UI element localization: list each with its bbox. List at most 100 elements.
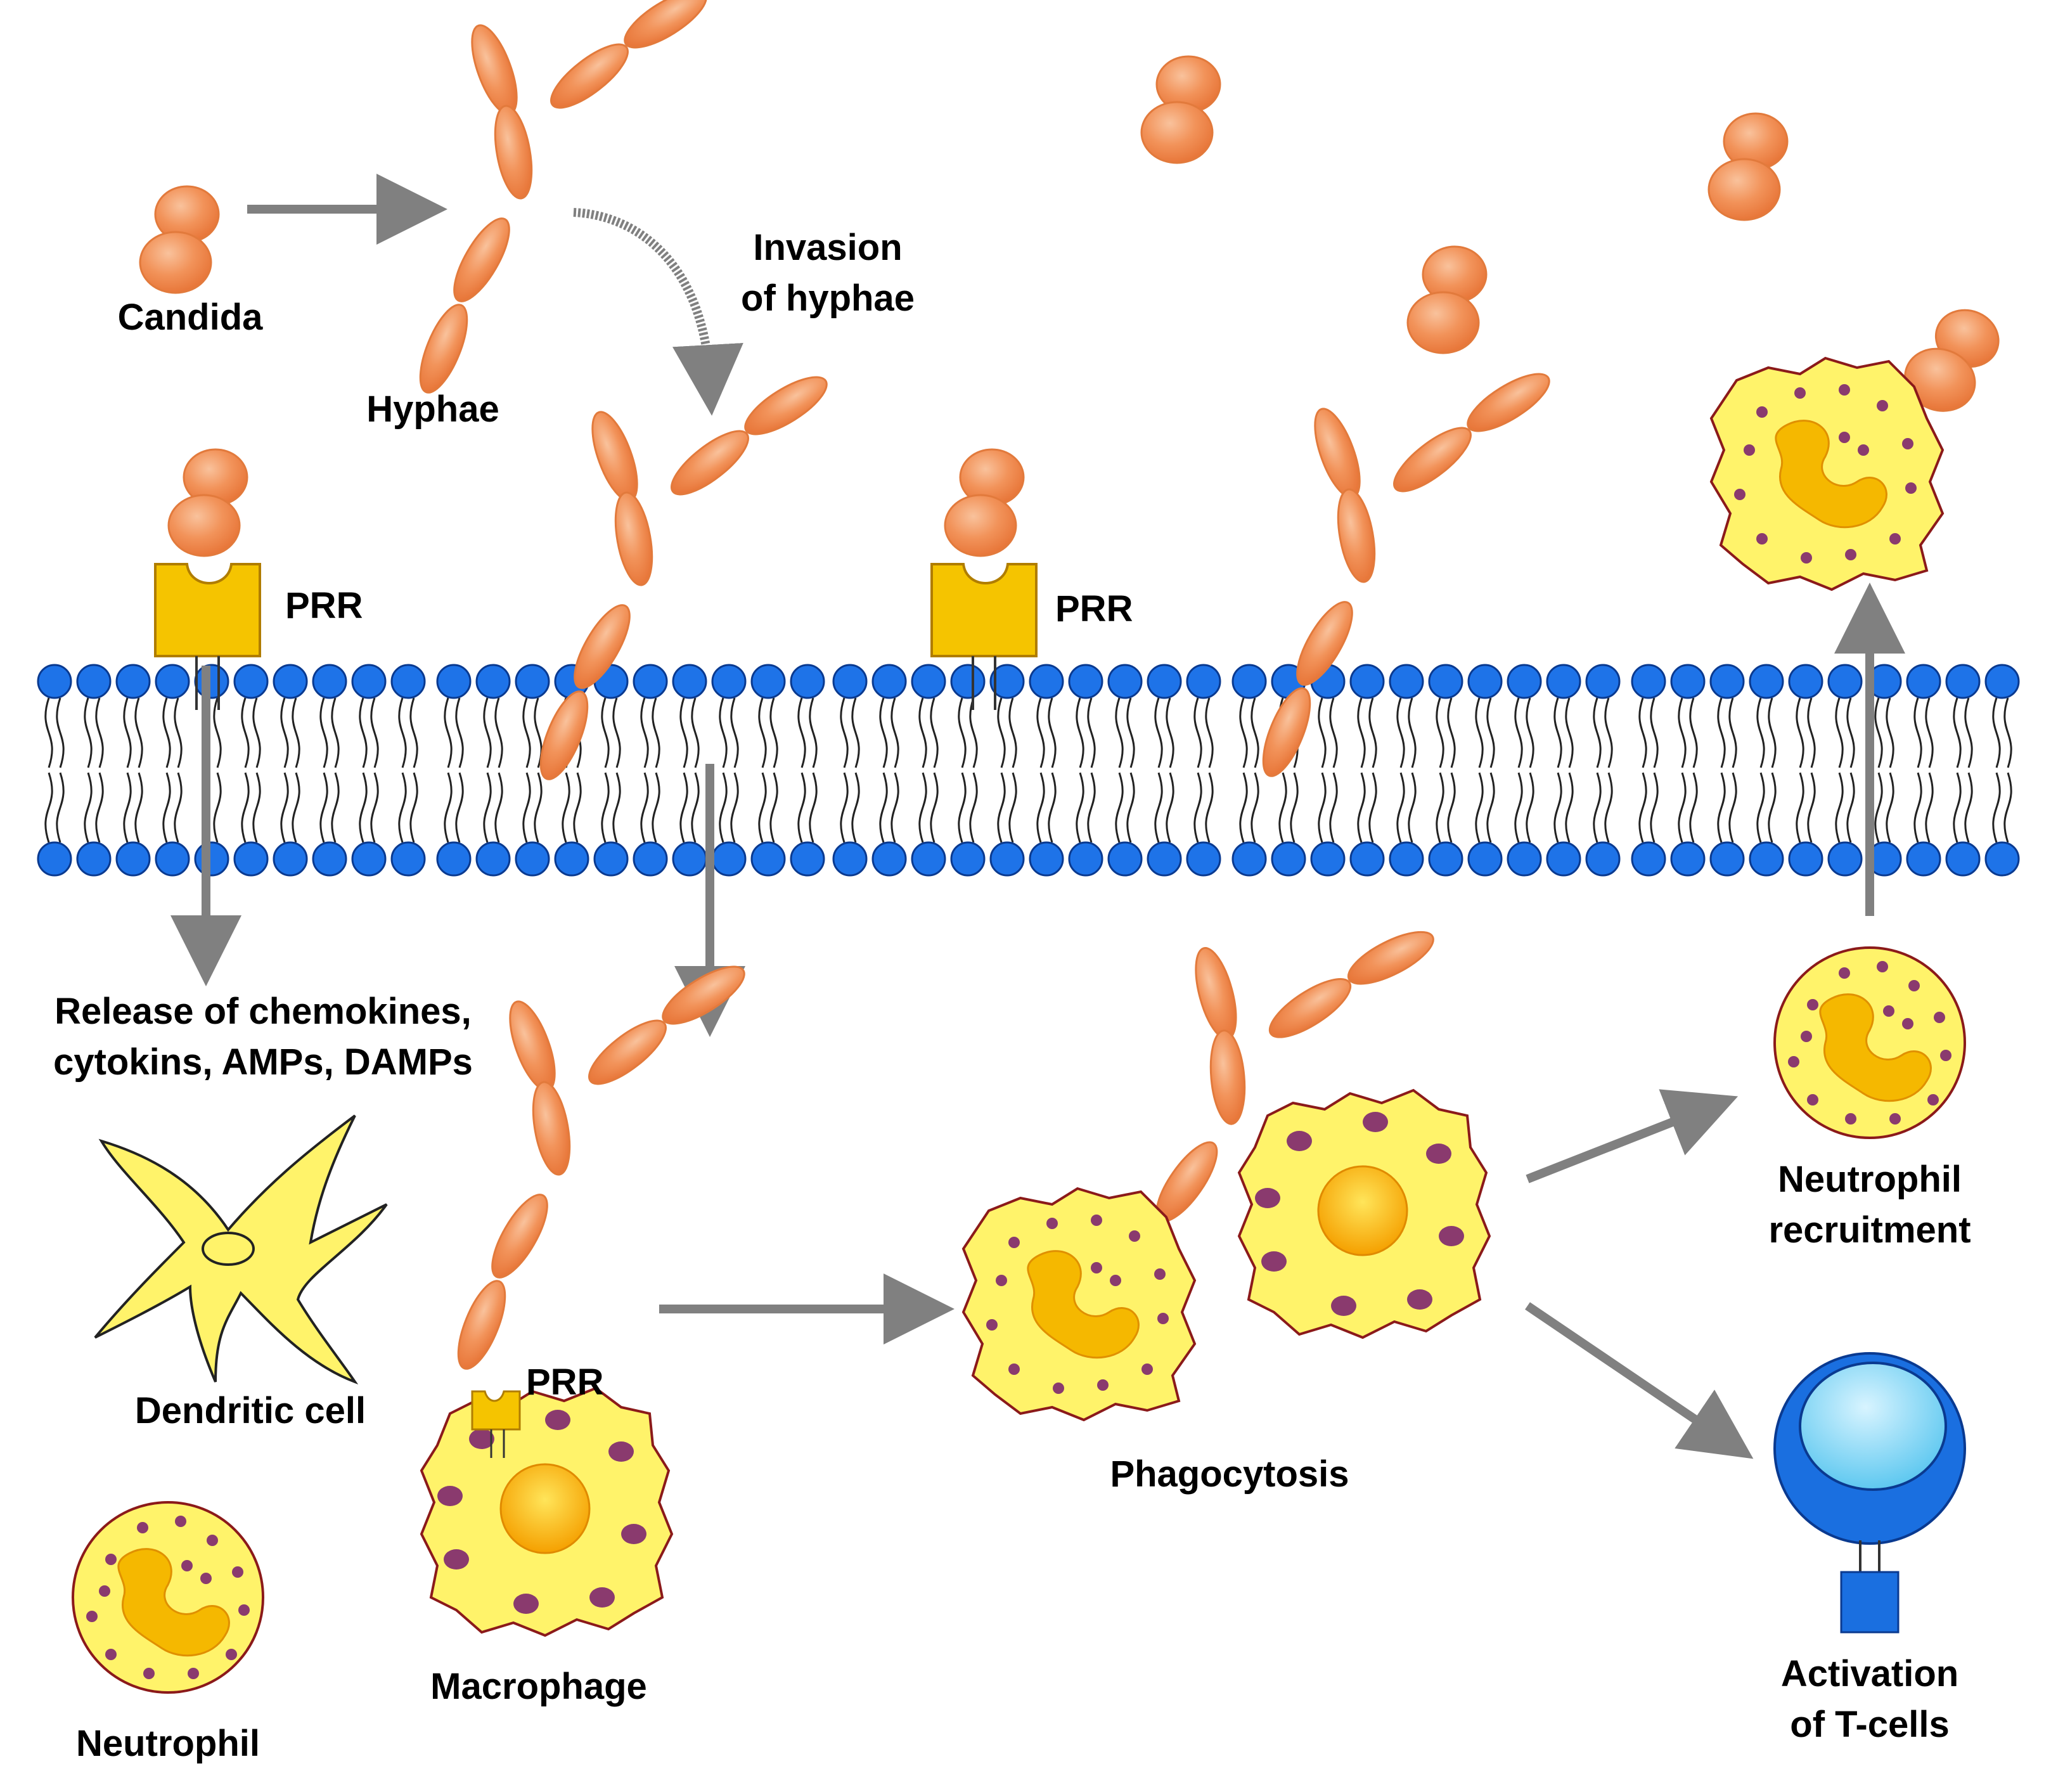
lipid-head <box>1984 664 2020 699</box>
lipid-head <box>390 841 426 877</box>
lipid-head <box>436 664 472 699</box>
candida-yeast-floating-3 <box>1406 245 1488 354</box>
lipid-head <box>1349 664 1385 699</box>
lipid-head <box>76 664 112 699</box>
label-prr-middle: PRR <box>1055 588 1133 629</box>
recruited-neutrophil <box>1773 946 1966 1139</box>
lipid-head <box>1945 841 1981 877</box>
candida-yeast-floating-1 <box>1140 55 1221 164</box>
lipid-head <box>593 841 629 877</box>
lipid-head <box>312 664 347 699</box>
candida-yeast-floating-2 <box>1707 112 1789 221</box>
lipid-head <box>1788 841 1823 877</box>
lipid-head <box>351 841 387 877</box>
hyphae-invading-2 <box>1254 364 1557 782</box>
lipid-head <box>1670 841 1706 877</box>
lipid-head <box>1231 841 1267 877</box>
lipid-head <box>711 841 747 877</box>
lipid-head <box>1984 841 2020 877</box>
lipid-head <box>1467 841 1503 877</box>
lipid-head <box>1186 664 1221 699</box>
label-invasion-1: Invasion <box>753 227 902 268</box>
lipid-head <box>436 841 472 877</box>
label-phagocytosis: Phagocytosis <box>1110 1454 1349 1495</box>
lipid-head <box>950 841 986 877</box>
label-hyphae: Hyphae <box>366 389 499 430</box>
label-candida: Candida <box>118 297 264 338</box>
lipid-head <box>1749 841 1784 877</box>
lipid-head <box>1428 664 1463 699</box>
lipid-head <box>1147 841 1182 877</box>
label-macrophage: Macrophage <box>430 1666 647 1707</box>
lipid-head <box>1068 664 1103 699</box>
lipid-head <box>1507 664 1542 699</box>
label-dendritic-cell: Dendritic cell <box>135 1390 366 1431</box>
lipid-head <box>515 664 550 699</box>
macrophage-cell <box>420 1387 673 1637</box>
phagocytic-neutrophil <box>962 1187 1196 1421</box>
lipid-head <box>1428 841 1463 877</box>
lipid-head <box>37 664 72 699</box>
lipid-head <box>273 841 308 877</box>
lipid-head <box>1906 841 1941 877</box>
prr-receptor-middle <box>930 448 1038 710</box>
lipid-head <box>633 664 668 699</box>
lipid-head <box>911 664 946 699</box>
phagocytic-macrophage <box>1238 1089 1491 1339</box>
lipid-head <box>989 664 1025 699</box>
label-prr-macrophage: PRR <box>526 1362 603 1403</box>
lipid-head <box>233 841 269 877</box>
label-tcell-2: of T-cells <box>1790 1704 1949 1745</box>
lipid-head <box>351 664 387 699</box>
lipid-head <box>1709 664 1745 699</box>
lipid-head <box>711 664 747 699</box>
lipid-head <box>1585 664 1621 699</box>
lipid-head <box>115 841 151 877</box>
label-invasion-2: of hyphae <box>741 278 915 319</box>
hyphae-free <box>411 0 714 398</box>
arrow-invasion-curve <box>573 208 743 416</box>
lipid-head <box>155 841 190 877</box>
lipid-head <box>1068 841 1103 877</box>
lipid-head <box>390 664 426 699</box>
lipid-head <box>1631 841 1666 877</box>
lipid-head <box>1546 664 1581 699</box>
lipid-head <box>1631 664 1666 699</box>
lipid-head <box>750 664 786 699</box>
candida-yeast <box>139 185 220 294</box>
lipid-head <box>950 664 986 699</box>
lipid-head <box>1029 841 1064 877</box>
lipid-head <box>1029 664 1064 699</box>
lipid-head <box>1186 841 1221 877</box>
lipid-head <box>790 664 825 699</box>
lipid-head <box>1467 664 1503 699</box>
lipid-head <box>1231 664 1267 699</box>
label-recruitment-1: Neutrophil <box>1778 1159 1962 1200</box>
lipid-head <box>1670 664 1706 699</box>
lipid-head <box>115 664 151 699</box>
arrow-to-tcell-activation <box>1525 1302 1754 1459</box>
lipid-head <box>832 664 868 699</box>
lipid-head <box>790 841 825 877</box>
lipid-head <box>1709 841 1745 877</box>
arrow-to-neutrophil-recruitment <box>1526 1089 1739 1183</box>
lipid-head <box>312 841 347 877</box>
lipid-head <box>911 841 946 877</box>
lipid-head <box>832 841 868 877</box>
lipid-head <box>871 664 907 699</box>
lipid-head <box>750 841 786 877</box>
lipid-head <box>1507 841 1542 877</box>
lipid-head <box>273 664 308 699</box>
lipid-head <box>1147 664 1182 699</box>
prr-receptor-macrophage <box>471 1390 521 1458</box>
engulfing-neutrophil <box>1710 357 1944 591</box>
lipid-head <box>672 841 707 877</box>
lipid-head <box>155 664 190 699</box>
lipid-head <box>1349 841 1385 877</box>
lipid-head <box>1585 841 1621 877</box>
label-neutrophil: Neutrophil <box>76 1723 260 1764</box>
lipid-head <box>672 664 707 699</box>
lipid-head <box>1788 664 1823 699</box>
label-release-1: Release of chemokines, <box>55 991 472 1032</box>
